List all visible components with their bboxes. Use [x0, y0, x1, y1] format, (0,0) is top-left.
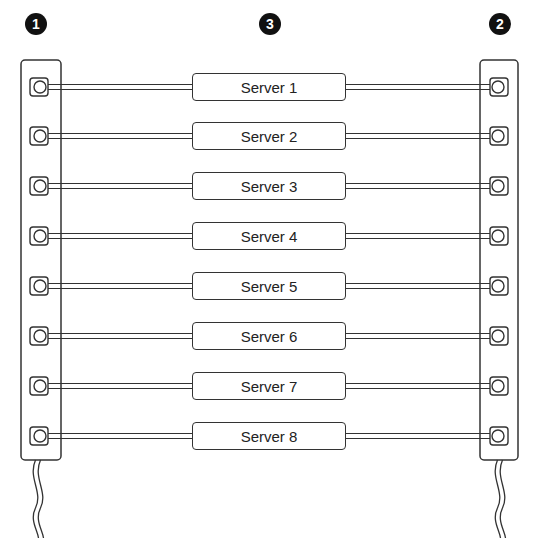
power-lead	[46, 288, 193, 289]
plug	[492, 330, 504, 342]
outlet-socket	[30, 327, 48, 345]
outlet-socket	[30, 127, 48, 145]
supply-cable	[500, 460, 505, 538]
plug	[34, 330, 46, 342]
plug	[34, 81, 46, 93]
outlet-socket	[490, 177, 508, 195]
power-lead	[345, 338, 492, 339]
plug	[34, 430, 46, 442]
server-box: Server 2	[192, 122, 346, 150]
power-lead	[46, 84, 193, 85]
server-box: Server 6	[192, 322, 346, 350]
plug	[492, 280, 504, 292]
power-lead	[345, 283, 492, 284]
power-lead	[345, 84, 492, 85]
outlet-socket	[490, 277, 508, 295]
plug	[34, 130, 46, 142]
power-lead	[46, 438, 193, 439]
outlet-socket	[30, 377, 48, 395]
power-strip	[21, 60, 61, 460]
outlet-socket	[490, 227, 508, 245]
power-lead	[345, 133, 492, 134]
power-lead	[46, 183, 193, 184]
power-lead	[46, 433, 193, 434]
outlets	[30, 78, 508, 445]
server-label: Server 7	[241, 378, 298, 395]
power-lead	[345, 233, 492, 234]
power-lead	[46, 333, 193, 334]
power-lead	[46, 233, 193, 234]
power-lead	[345, 183, 492, 184]
server-box: Server 1	[192, 73, 346, 101]
plug	[34, 280, 46, 292]
power-lead	[46, 133, 193, 134]
server-label: Server 2	[241, 128, 298, 145]
plug	[492, 81, 504, 93]
power-lead	[46, 388, 193, 389]
power-lead	[345, 433, 492, 434]
power-strip	[480, 60, 518, 460]
server-box: Server 7	[192, 372, 346, 400]
server-box: Server 8	[192, 422, 346, 450]
callout-number: 3	[259, 13, 281, 35]
power-lead	[46, 188, 193, 189]
power-lead	[345, 188, 492, 189]
server-box: Server 3	[192, 172, 346, 200]
outlet-socket	[490, 127, 508, 145]
server-label: Server 3	[241, 178, 298, 195]
outlet-socket	[490, 78, 508, 96]
outlet-socket	[30, 277, 48, 295]
power-lead	[46, 138, 193, 139]
server-label: Server 1	[241, 79, 298, 96]
plug	[34, 180, 46, 192]
power-lead	[345, 333, 492, 334]
power-lead	[345, 89, 492, 90]
outlet-socket	[490, 427, 508, 445]
outlet-socket	[30, 177, 48, 195]
plug	[34, 380, 46, 392]
supply-cable	[38, 460, 43, 538]
power-lead	[46, 238, 193, 239]
plug	[492, 180, 504, 192]
outlet-socket	[490, 327, 508, 345]
server-box: Server 4	[192, 222, 346, 250]
power-lead	[46, 89, 193, 90]
server-label: Server 8	[241, 428, 298, 445]
outlet-socket	[30, 227, 48, 245]
callout-number: 1	[25, 13, 47, 35]
plug	[34, 230, 46, 242]
power-lead	[345, 238, 492, 239]
power-lead	[46, 338, 193, 339]
outlet-socket	[30, 427, 48, 445]
plug	[492, 230, 504, 242]
power-lead	[46, 383, 193, 384]
plug	[492, 430, 504, 442]
outlet-socket	[490, 377, 508, 395]
power-lead	[345, 383, 492, 384]
power-lead	[345, 138, 492, 139]
power-lead	[46, 283, 193, 284]
server-label: Server 6	[241, 328, 298, 345]
plug	[492, 380, 504, 392]
power-lead	[345, 438, 492, 439]
plug	[492, 130, 504, 142]
server-label: Server 4	[241, 228, 298, 245]
callout-number: 2	[489, 13, 511, 35]
outlet-socket	[30, 78, 48, 96]
power-lead	[345, 288, 492, 289]
server-label: Server 5	[241, 278, 298, 295]
power-cables	[33, 85, 505, 538]
server-box: Server 5	[192, 272, 346, 300]
power-lead	[345, 388, 492, 389]
